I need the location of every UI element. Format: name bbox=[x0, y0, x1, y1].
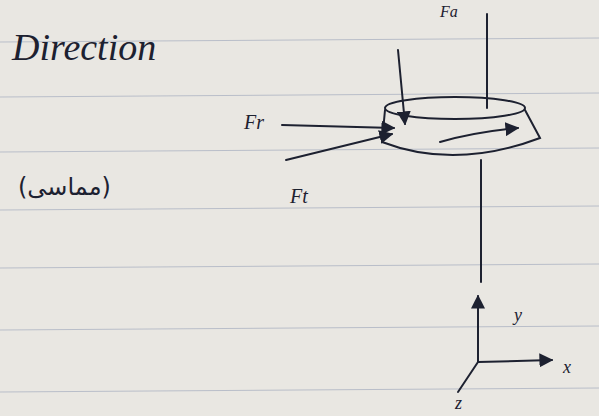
persian-note: (مماسی) bbox=[18, 175, 111, 199]
force-label: Fr bbox=[244, 112, 264, 132]
axis-label: y bbox=[514, 306, 522, 324]
force-label: Fa bbox=[440, 4, 458, 20]
force-label: Ft bbox=[290, 186, 308, 206]
axis-label: z bbox=[455, 394, 462, 412]
axis-label: x bbox=[563, 358, 571, 376]
heading-note: Direction bbox=[12, 28, 156, 66]
